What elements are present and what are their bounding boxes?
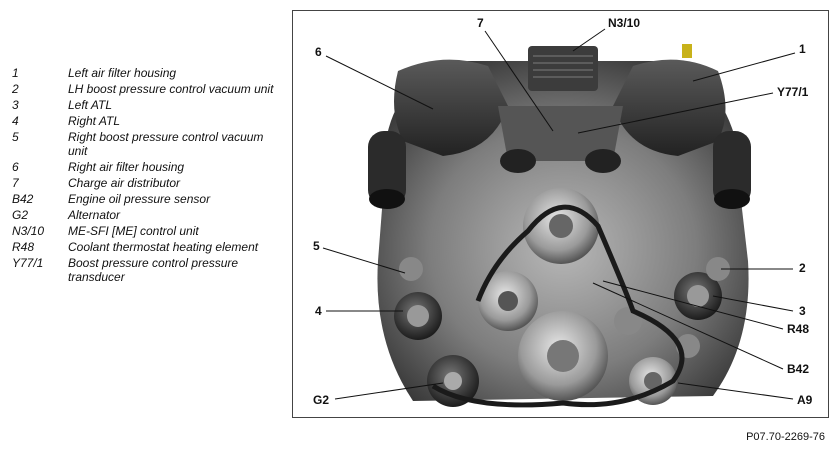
legend-code: 4 xyxy=(12,114,19,128)
legend-description: Charge air distributor xyxy=(68,176,181,190)
legend-code: 6 xyxy=(12,160,19,174)
callout-4: 4 xyxy=(315,304,322,318)
legend-description: Boost pressure control pressure transduc… xyxy=(68,256,239,284)
legend-description: Right ATL xyxy=(68,114,121,128)
engine-figure: 7 N3/10 6 1 Y77/1 5 2 4 3 R48 B42 G2 A9 xyxy=(292,10,829,418)
legend-description: Coolant thermostat heating element xyxy=(68,240,259,254)
callout-7: 7 xyxy=(477,16,484,30)
legend-code: B42 xyxy=(12,192,34,206)
vacuum-unit-right xyxy=(399,257,423,281)
legend-row: R48 Coolant thermostat heating element xyxy=(12,240,277,254)
charge-air-distributor xyxy=(498,106,623,161)
legend-row: 5 Right boost pressure control vacuum uni… xyxy=(12,130,277,158)
legend-description: Left air filter housing xyxy=(68,66,177,80)
oil-cap xyxy=(682,44,692,58)
legend-description: Engine oil pressure sensor xyxy=(68,192,211,206)
legend-row: N3/10 ME-SFI [ME] control unit xyxy=(12,224,277,238)
callout-n310: N3/10 xyxy=(608,16,641,30)
leader-line-3 xyxy=(712,295,794,312)
legend-row: 4 Right ATL xyxy=(12,114,277,128)
legend-row: 2 LH boost pressure control vacuum unit xyxy=(12,82,277,96)
legend-row: Y77/1 Boost pressure control pressure tra… xyxy=(12,256,277,284)
legend-description: Left ATL xyxy=(68,98,113,112)
drive-belt xyxy=(431,204,685,408)
air-filter-housing-right xyxy=(394,59,508,156)
legend-description: Alternator xyxy=(68,208,121,222)
legend-description: LH boost pressure control vacuum unit xyxy=(68,82,274,96)
legend-code: 5 xyxy=(12,130,19,144)
leader-line-6 xyxy=(325,55,434,110)
callout-3: 3 xyxy=(799,304,806,318)
figure-id: P07.70-2269-76 xyxy=(746,431,825,443)
callout-2: 2 xyxy=(799,261,806,275)
callout-y771: Y77/1 xyxy=(777,85,809,99)
legend-description: Right air filter housing xyxy=(68,160,185,174)
legend-row: G2 Alternator xyxy=(12,208,277,222)
callout-a9: A9 xyxy=(797,393,813,407)
leader-line-g2 xyxy=(334,382,444,400)
legend-code: 1 xyxy=(12,66,19,80)
engine-illustration xyxy=(322,28,796,408)
legend-row: 7 Charge air distributor xyxy=(12,176,277,190)
leader-line-1 xyxy=(692,52,796,82)
legend-row: 6 Right air filter housing xyxy=(12,160,277,174)
legend-row: B42 Engine oil pressure sensor xyxy=(12,192,277,206)
legend-code: G2 xyxy=(12,208,29,222)
callout-r48: R48 xyxy=(787,322,810,336)
callout-b42: B42 xyxy=(787,362,810,376)
legend-description: ME-SFI [ME] control unit xyxy=(68,224,199,238)
legend-code: N3/10 xyxy=(12,224,45,238)
legend-code: Y77/1 xyxy=(12,256,44,270)
callout-g2: G2 xyxy=(313,393,330,407)
intake-duct-right xyxy=(368,131,406,206)
legend-description: Right boost pressure control vacuum unit xyxy=(68,130,264,158)
leader-line-y771 xyxy=(577,92,774,134)
legend-code: 3 xyxy=(12,98,19,112)
control-unit xyxy=(528,46,598,91)
callout-6: 6 xyxy=(315,45,322,59)
callout-1: 1 xyxy=(799,42,806,56)
vacuum-unit-left xyxy=(706,257,730,281)
legend-code: R48 xyxy=(12,240,35,254)
leader-line-b42 xyxy=(592,282,784,370)
intake-duct-left xyxy=(713,131,751,206)
legend-code: 7 xyxy=(12,176,19,190)
legend: 1 Left air filter housing 2 LH boost press… xyxy=(12,66,277,286)
leader-line-r48 xyxy=(602,280,784,330)
legend-row: 3 Left ATL xyxy=(12,98,277,112)
intake-opening-left xyxy=(714,189,750,209)
legend-code: 2 xyxy=(12,82,19,96)
leader-line-a9 xyxy=(677,382,794,400)
air-filter-housing-left xyxy=(613,59,726,156)
intake-opening-right xyxy=(369,189,405,209)
legend-row: 1 Left air filter housing xyxy=(12,66,277,80)
leader-line-7 xyxy=(484,30,554,132)
leader-line-n310 xyxy=(572,28,606,52)
leader-line-5 xyxy=(322,247,406,274)
callout-5: 5 xyxy=(313,239,320,253)
